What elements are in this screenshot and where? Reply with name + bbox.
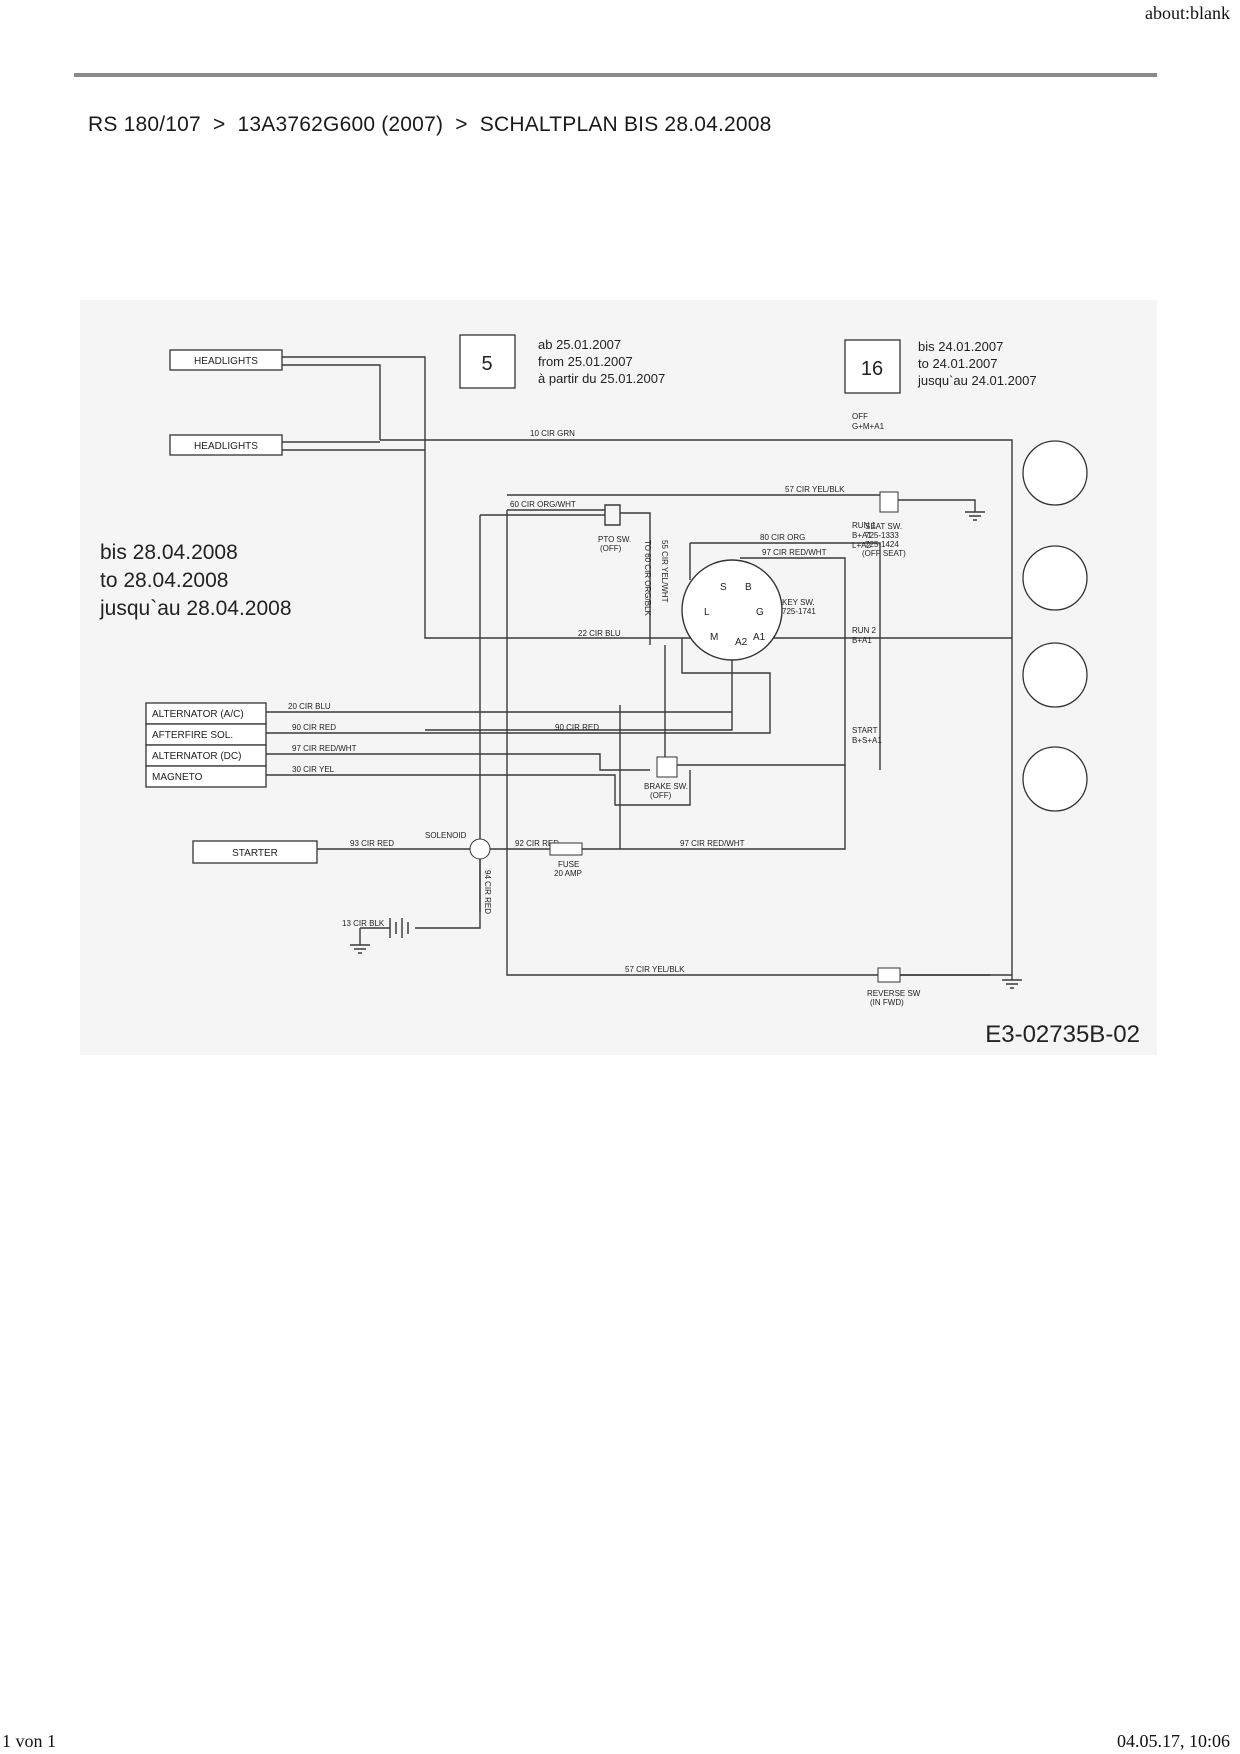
validity-line-3: jusqu`au 28.04.2008 xyxy=(99,597,292,620)
wire-60-label: 60 CIR ORG/WHT xyxy=(510,500,576,509)
wire-93-label: 93 CIR RED xyxy=(350,839,394,848)
wire-30-label: 30 CIR YEL xyxy=(292,765,335,774)
key-pos-off-dial xyxy=(1022,440,1088,506)
variant-16-line-3: jusqu`au 24.01.2007 xyxy=(917,373,1037,388)
wire-80-label: 80 CIR ORG xyxy=(760,533,805,542)
validity-line-1: bis 28.04.2008 xyxy=(100,541,238,564)
svg-text:A2: A2 xyxy=(735,637,748,648)
wire-10-label: 10 CIR GRN xyxy=(530,429,575,438)
reverse-switch xyxy=(877,967,901,983)
key-pos-run1-circuit: B+A1 xyxy=(852,531,872,540)
wire-57b-label: 57 CIR YEL/BLK xyxy=(625,965,685,974)
print-header-url: about:blank xyxy=(1145,3,1230,23)
svg-text:B: B xyxy=(745,582,752,593)
key-pos-off-label: OFF xyxy=(852,412,868,421)
seat-sw-note: (OFF SEAT) xyxy=(862,549,906,558)
solenoid xyxy=(469,838,491,860)
headlights-2-label: HEADLIGHTS xyxy=(194,441,258,452)
alternator-ac-label: ALTERNATOR (A/C) xyxy=(152,709,244,720)
fuse xyxy=(549,842,583,856)
wire-60-vertical-label: TO 60 CIR ORG/BLK xyxy=(643,540,652,617)
key-pos-run1-label: RUN 1 xyxy=(852,521,877,530)
fuse-rating: 20 AMP xyxy=(554,869,582,878)
wire-97c-label: 97 CIR RED/WHT xyxy=(680,839,745,848)
headlights-1-box xyxy=(169,349,283,371)
variant-box-16 xyxy=(844,339,901,394)
fuse-label: FUSE xyxy=(558,860,579,869)
key-sw-part: 725-1741 xyxy=(782,607,816,616)
header-rule xyxy=(74,73,1157,77)
magneto-box xyxy=(145,765,267,788)
wire-20-label: 20 CIR BLU xyxy=(288,702,331,711)
wire-97a-label: 97 CIR RED/WHT xyxy=(762,548,827,557)
wire-55-vertical-label: 55 CIR YEL/WHT xyxy=(660,540,669,603)
key-switch xyxy=(681,559,783,661)
variant-5-line-3: à partir du 25.01.2007 xyxy=(538,371,665,386)
wire-97b-label: 97 CIR RED/WHT xyxy=(292,744,357,753)
variant-5-line-1: ab 25.01.2007 xyxy=(538,337,621,352)
key-pos-run1-circuit2: L+A2 xyxy=(852,541,871,550)
magneto-label: MAGNETO xyxy=(152,772,203,783)
headlights-1-label: HEADLIGHTS xyxy=(194,356,258,367)
key-pos-off-circuit: G+M+A1 xyxy=(852,422,885,431)
svg-text:G: G xyxy=(756,607,764,618)
svg-text:A1: A1 xyxy=(753,632,766,643)
validity-line-2: to 28.04.2008 xyxy=(100,569,228,592)
key-pos-run2-label: RUN 2 xyxy=(852,626,877,635)
breadcrumb-separator: > xyxy=(455,113,468,136)
breadcrumb-part-number[interactable]: 13A3762G600 (2007) xyxy=(237,113,444,136)
wire-57a-label: 57 CIR YEL/BLK xyxy=(785,485,845,494)
variant-16-line-1: bis 24.01.2007 xyxy=(918,339,1003,354)
breadcrumb: RS 180/107 > 13A3762G600 (2007) > SCHALT… xyxy=(88,113,772,137)
headlights-2-box xyxy=(169,434,283,456)
brake-sw-note: (OFF) xyxy=(650,791,672,800)
print-footer-datetime: 04.05.17, 10:06 xyxy=(1116,1731,1230,1751)
key-pos-run1-dial xyxy=(1022,545,1088,611)
drawing-number: E3-02735B-02 xyxy=(985,1021,1140,1048)
key-pos-start-dial xyxy=(1022,746,1088,812)
starter-label: STARTER xyxy=(232,848,278,859)
brake-switch xyxy=(656,756,678,778)
seat-sw-part-2: 725-1424 xyxy=(865,540,899,549)
reverse-sw-label: REVERSE SW xyxy=(867,989,921,998)
seat-sw-part-1: 725-1333 xyxy=(865,531,899,540)
breadcrumb-separator: > xyxy=(213,113,226,136)
wire-13-label: 13 CIR BLK xyxy=(342,919,385,928)
pto-sw-label: PTO SW. xyxy=(598,535,631,544)
wire-94-label: 94 CIR RED xyxy=(483,870,492,914)
svg-text:L: L xyxy=(704,607,710,618)
seat-sw-label: SEAT SW. xyxy=(865,522,902,531)
variant-number-5: 5 xyxy=(481,353,492,375)
print-footer-page: 1 von 1 xyxy=(2,1731,56,1751)
key-pos-start-label: START xyxy=(852,726,878,735)
starter-box xyxy=(192,840,318,864)
battery xyxy=(389,918,409,938)
key-pos-run2-dial xyxy=(1022,642,1088,708)
alternator-dc-label: ALTERNATOR (DC) xyxy=(152,751,241,762)
reverse-sw-note: (IN FWD) xyxy=(870,998,904,1007)
brake-sw-label: BRAKE SW. xyxy=(644,782,688,791)
variant-5-line-2: from 25.01.2007 xyxy=(538,354,633,369)
wire-22-label: 22 CIR BLU xyxy=(578,629,621,638)
variant-16-line-2: to 24.01.2007 xyxy=(918,356,998,371)
breadcrumb-page-title: SCHALTPLAN BIS 28.04.2008 xyxy=(479,113,772,136)
seat-switch xyxy=(879,491,899,513)
wiring-diagram-svg: HEADLIGHTS HEADLIGHTS 5 ab 25.01.2007 fr… xyxy=(99,334,1140,1048)
solenoid-label: SOLENOID xyxy=(425,831,467,840)
breadcrumb-model[interactable]: RS 180/107 xyxy=(88,113,201,136)
pto-sw-note: (OFF) xyxy=(600,544,622,553)
variant-number-16: 16 xyxy=(861,358,883,380)
svg-text:S: S xyxy=(720,582,727,593)
wiring-diagram: HEADLIGHTS HEADLIGHTS 5 ab 25.01.2007 fr… xyxy=(80,300,1157,1055)
key-pos-run2-circuit: B+A1 xyxy=(852,636,872,645)
wire-90b-label: 90 CIR RED xyxy=(555,723,599,732)
afterfire-sol-label: AFTERFIRE SOL. xyxy=(152,730,233,741)
svg-text:M: M xyxy=(710,632,718,643)
key-sw-label: KEY SW. xyxy=(782,598,815,607)
wire-90a-label: 90 CIR RED xyxy=(292,723,336,732)
wire-92-label: 92 CIR RED xyxy=(515,839,559,848)
key-pos-start-circuit: B+S+A1 xyxy=(852,736,882,745)
variant-box-5 xyxy=(459,334,516,389)
